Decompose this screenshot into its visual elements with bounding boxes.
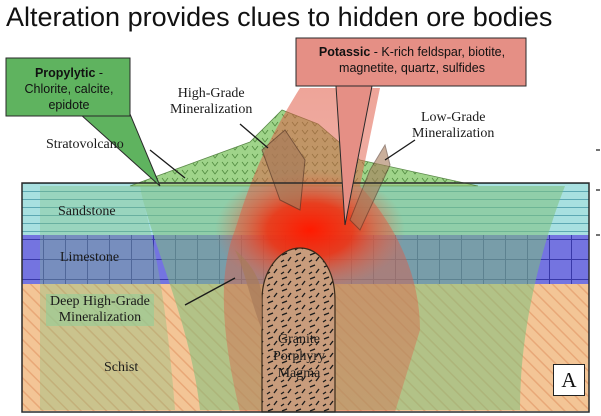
stratovolcano-leader: [149, 149, 186, 179]
potassic-minerals: magnetite, quartz, sulfides: [339, 61, 485, 75]
propylytic-box: [5, 57, 131, 117]
potassic-text: - K-rich feldspar, biotite,: [370, 45, 506, 59]
deep-leader: [184, 277, 236, 306]
slide-title: Alteration provides clues to hidden ore …: [6, 2, 553, 32]
stratovolcano-label: Stratovolcano: [46, 137, 124, 152]
granite-porphyry: [261, 247, 336, 413]
sandstone-label: Sandstone: [58, 204, 116, 219]
deep-mineralization: [235, 250, 262, 330]
low-grade-leader: [384, 139, 416, 161]
propylytic-minerals-1: Chlorite, calcite,: [24, 82, 114, 96]
propylytic-callout: Propylytic - Chlorite, calcite, epidote: [8, 65, 130, 113]
high-grade-leader: [239, 123, 269, 149]
propylytic-heading: Propylytic: [34, 66, 96, 80]
limestone-label: Limestone: [60, 250, 120, 265]
propylytic-minerals-2: epidote: [48, 98, 90, 112]
potassic-callout: Potassic - K-rich feldspar, biotite, mag…: [298, 44, 526, 76]
low-grade-label: Low-Grade Mineralization: [412, 110, 495, 141]
schist-label: Schist: [104, 360, 139, 375]
propylytic-dash: -: [95, 66, 104, 80]
potassic-heading: Potassic: [318, 45, 371, 59]
granite-porphyry-label: Granite Porphyry Magma: [272, 332, 326, 381]
high-grade-label: High-Grade Mineralization: [170, 86, 253, 117]
low-grade-shaft: [349, 143, 391, 231]
deep-mineralization-label: Deep High-Grade Mineralization: [46, 294, 154, 326]
figure-marker: A: [553, 364, 585, 396]
potassic-box: [295, 37, 527, 87]
high-grade-shaft: [261, 129, 306, 211]
section-frame: [21, 182, 590, 413]
